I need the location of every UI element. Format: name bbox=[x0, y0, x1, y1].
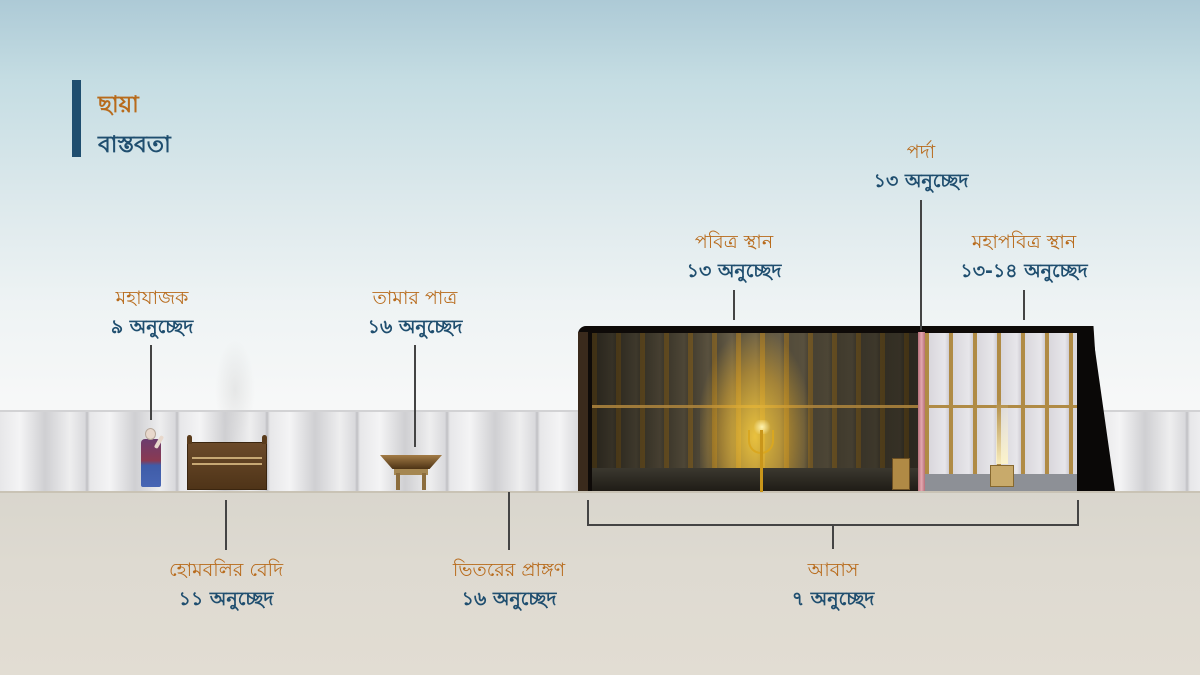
label-ref: ১৩-১৪ অনুচ্ছেদ bbox=[960, 260, 1088, 282]
pointer-line bbox=[508, 492, 510, 550]
label-name: পর্দা bbox=[906, 141, 936, 163]
courtyard-curtain-left bbox=[0, 410, 580, 491]
label-ref: ১৩ অনুচ্ছেদ bbox=[873, 170, 969, 192]
altar-horn bbox=[262, 435, 267, 444]
label-name: মহাযাজক bbox=[115, 287, 189, 309]
bracket-pointer bbox=[832, 525, 834, 549]
label-name: হোমবলির বেদি bbox=[168, 559, 284, 581]
label-name: পবিত্র স্থান bbox=[694, 231, 774, 253]
label-holy-place: পবিত্র স্থান ১৩ অনুচ্ছেদ bbox=[687, 228, 782, 286]
tabernacle-edge bbox=[578, 332, 588, 491]
label-bronze-laver: তামার পাত্র ১৬ অনুচ্ছেদ bbox=[368, 284, 463, 342]
label-veil: পর্দা ১৩ অনুচ্ছেদ bbox=[874, 138, 969, 196]
label-burnt-offering-altar: হোমবলির বেদি ১১ অনুচ্ছেদ bbox=[169, 556, 283, 614]
label-ref: ৯ অনুচ্ছেদ bbox=[110, 316, 194, 338]
pointer-line bbox=[225, 500, 227, 550]
label-name: তামার পাত্র bbox=[372, 287, 458, 309]
laver-bowl bbox=[380, 455, 442, 469]
legend-shadow: ছায়া bbox=[98, 92, 139, 118]
label-ref: ১৬ অনুচ্ছেদ bbox=[367, 316, 463, 338]
bronze-laver-figure bbox=[380, 455, 442, 491]
altar-smoke bbox=[215, 340, 255, 440]
courtyard-curtain-right bbox=[1100, 410, 1200, 491]
lampstand-glow bbox=[700, 333, 810, 481]
holy-place-floor bbox=[592, 468, 918, 491]
legend-reality: বাস্তবতা bbox=[98, 132, 171, 158]
pointer-line bbox=[920, 200, 922, 330]
label-ref: ১৩ অনুচ্ছেদ bbox=[686, 260, 782, 282]
lampstand-stem bbox=[760, 430, 763, 492]
label-high-priest: মহাযাজক ৯ অনুচ্ছেদ bbox=[111, 284, 193, 342]
label-name: ভিতরের প্রাঙ্গণ bbox=[452, 559, 566, 581]
bracket-left bbox=[587, 500, 589, 526]
pointer-line bbox=[1023, 290, 1025, 320]
laver-leg bbox=[422, 473, 426, 490]
pointer-line bbox=[414, 345, 416, 447]
altar-band bbox=[192, 457, 262, 459]
legend-bar bbox=[72, 80, 81, 157]
priest-robe bbox=[141, 439, 161, 487]
label-name: মহাপবিত্র স্থান bbox=[971, 231, 1077, 253]
label-ref: ১১ অনুচ্ছেদ bbox=[178, 588, 274, 610]
label-most-holy-place: মহাপবিত্র স্থান ১৩-১৪ অনুচ্ছেদ bbox=[960, 228, 1087, 286]
pointer-line bbox=[733, 290, 735, 320]
label-ref: ৭ অনুচ্ছেদ bbox=[791, 588, 875, 610]
altar-horn bbox=[187, 435, 192, 444]
bracket-right bbox=[1077, 500, 1079, 526]
laver-leg bbox=[396, 473, 400, 490]
laver-stand bbox=[394, 469, 428, 475]
ark-figure bbox=[990, 465, 1014, 487]
high-priest-figure bbox=[139, 428, 165, 490]
label-inner-court: ভিতরের প্রাঙ্গণ ১৬ অনুচ্ছেদ bbox=[453, 556, 565, 614]
veil-figure bbox=[918, 332, 925, 491]
priest-head bbox=[145, 428, 156, 440]
altar-band bbox=[192, 463, 262, 465]
label-ref: ১৬ অনুচ্ছেদ bbox=[461, 588, 557, 610]
ark-glow bbox=[996, 400, 1008, 464]
courtyard-ground bbox=[0, 491, 1200, 675]
incense-altar-figure bbox=[892, 458, 910, 490]
burnt-offering-altar-figure bbox=[187, 435, 267, 490]
label-tabernacle: আবাস ৭ অনুচ্ছেদ bbox=[792, 556, 874, 614]
pointer-line bbox=[150, 345, 152, 420]
label-name: আবাস bbox=[807, 559, 859, 581]
